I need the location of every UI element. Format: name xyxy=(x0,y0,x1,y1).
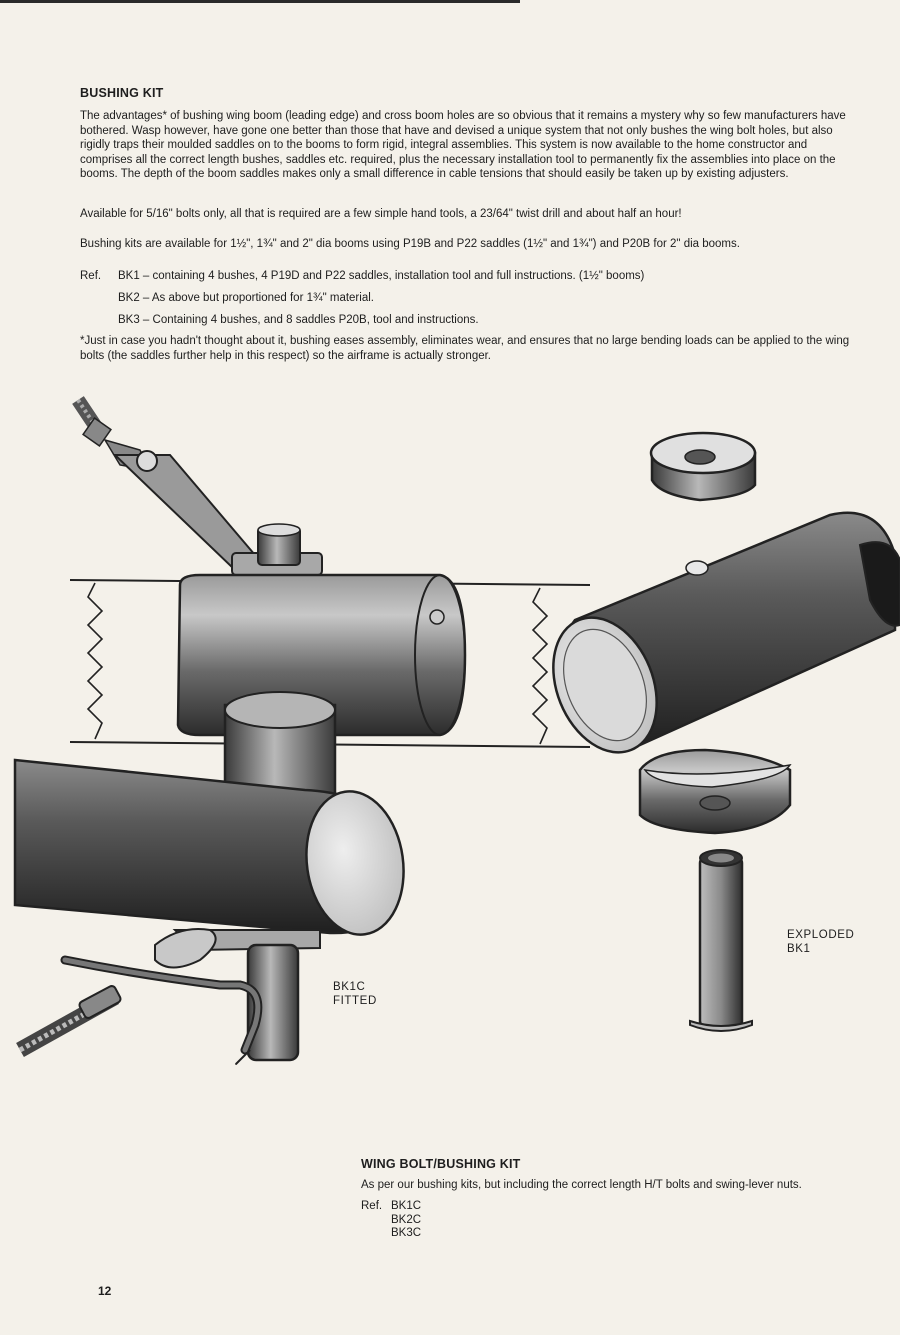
page-number: 12 xyxy=(98,1284,112,1298)
wb-ref-bk1c: BK1C xyxy=(391,1200,422,1212)
caption-exploded: EXPLODED BK1 xyxy=(787,928,854,956)
ref-bk3: BK3 – Containing 4 bushes, and 8 saddles… xyxy=(118,314,479,326)
footnote: *Just in case you hadn't thought about i… xyxy=(80,335,850,362)
boom-end-face xyxy=(305,790,405,936)
exploded-bush xyxy=(698,855,744,1029)
wing-bolt-kit-refs: Ref. BK1C BK2C BK3C xyxy=(361,1200,421,1241)
caption-fitted-line1: BK1C xyxy=(333,981,366,993)
saddle-lower-hole xyxy=(699,795,731,811)
bolt-size-paragraph: Available for 5/16" bolts only, all that… xyxy=(80,208,682,220)
saddle-lower xyxy=(638,748,792,835)
wb-ref-label: Ref. xyxy=(361,1200,383,1212)
lower-bolt xyxy=(246,943,300,1062)
wb-ref-bk2c: BK2C xyxy=(391,1213,422,1226)
exploded-assembly xyxy=(552,431,900,1032)
boom-open-end xyxy=(858,541,900,627)
rivet xyxy=(429,609,445,625)
break-line-right xyxy=(531,587,549,745)
lower-thimble xyxy=(154,928,217,969)
bushing-kit-heading: BUSHING KIT xyxy=(80,86,164,100)
caption-exploded-line2: BK1 xyxy=(787,943,811,955)
caption-exploded-line1: EXPLODED xyxy=(787,929,855,941)
fitted-assembly xyxy=(13,396,591,1065)
bush-flange xyxy=(689,1019,753,1032)
top-edge-line xyxy=(0,0,520,3)
caption-fitted: BK1C FITTED xyxy=(333,980,377,1008)
caption-fitted-line2: FITTED xyxy=(333,995,377,1007)
break-line-left xyxy=(86,582,104,740)
wb-ref-bk3c: BK3C xyxy=(391,1227,422,1239)
ref-label: Ref. xyxy=(80,270,102,282)
ref-bk1: BK1 – containing 4 bushes, 4 P19D and P2… xyxy=(118,270,645,282)
cable-ferrule xyxy=(78,985,122,1019)
bushing-kit-refs: Ref. BK1 – containing 4 bushes, 4 P19D a… xyxy=(80,265,644,331)
ref-bk2: BK2 – As above but proportioned for 1¾" … xyxy=(118,292,374,304)
boom-bolt-hole xyxy=(685,560,709,576)
bushing-kit-illustration xyxy=(13,396,900,1065)
boom-sizes-paragraph: Bushing kits are available for 1½", 1¾" … xyxy=(80,238,740,250)
wing-bolt-kit-text: As per our bushing kits, but including t… xyxy=(361,1179,802,1191)
intro-paragraph: The advantages* of bushing wing boom (le… xyxy=(80,110,846,180)
saddle-cap-hole xyxy=(684,449,716,465)
wing-bolt-kit-heading: WING BOLT/BUSHING KIT xyxy=(361,1157,521,1171)
